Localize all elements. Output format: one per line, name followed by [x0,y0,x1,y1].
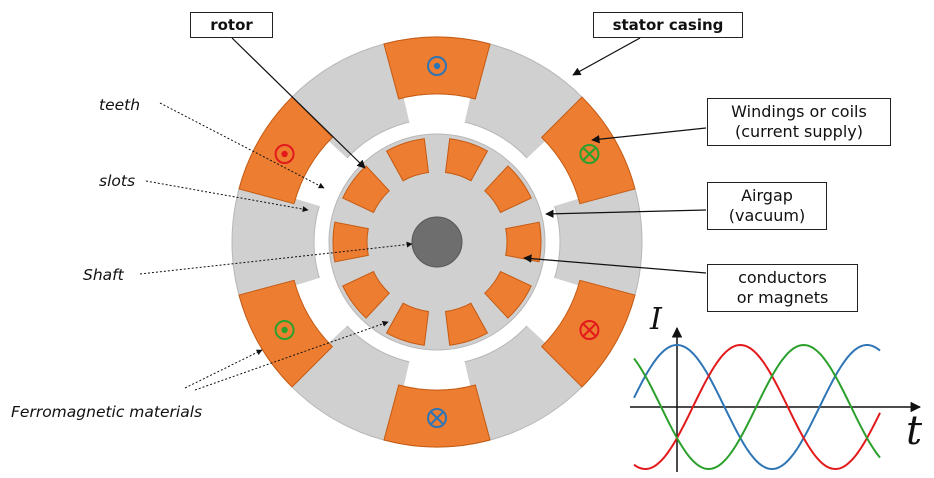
phase-curve-3 [633,343,881,471]
rotor-conductor [444,302,489,346]
leader-lines [139,37,707,391]
current-in-cross [582,147,597,161]
ferromagnetic-label: Ferromagnetic materials [11,403,203,421]
stator-casing-label-box: stator casing [593,12,743,38]
stator-coil [383,384,491,448]
stator-slot [293,277,349,345]
airgap-label-box: Airgap (vacuum) [707,182,827,230]
stator-coil [238,279,334,388]
coil-current-symbol [274,320,295,340]
stator-leader [572,37,641,76]
conductors-label-line1: conductors [738,268,827,287]
stator-coil [540,96,636,205]
rotor-label: rotor [210,16,253,34]
phase-current-plot [630,326,922,472]
rotor-label-box: rotor [190,12,273,38]
teeth-label: teeth [99,96,141,114]
conductors-leader [523,254,707,274]
stator-slot [525,277,581,345]
rotor-conductor [505,221,542,263]
shaft-leader [139,241,413,275]
stator-casing [231,36,643,448]
windings-label-line1: Windings or coils [731,102,867,121]
rotor-conductor [332,221,369,263]
rotor-conductor [484,165,532,214]
shaft-label: Shaft [83,266,124,284]
stator-casing-label: stator casing [612,16,724,34]
coil-current-symbol [579,144,600,164]
rotor-conductor [342,165,390,214]
stator-slot [403,91,471,125]
stator-slot [525,139,581,207]
windings-leader [591,127,707,144]
conductors-label-line2: or magnets [736,288,829,307]
shaft [411,216,463,268]
slots-leader [145,180,309,213]
current-out-dot [281,326,288,334]
slots-label: slots [99,172,136,190]
rotor-conductor [385,138,430,182]
conductors-label-box: conductors or magnets [707,264,858,312]
motor-cross-section [231,36,643,448]
current-out-dot [433,62,441,70]
phase-curve-1 [633,344,881,471]
teeth-leader [159,102,325,189]
time-axis-label: t [906,408,923,454]
current-out-dot [281,150,288,158]
airgap-label-line1: Airgap [741,186,793,205]
rotor-conductor [484,270,532,319]
rotor-conductor [385,302,430,346]
stator-slot [293,139,349,207]
rotor-conductor [444,138,489,182]
stator-coil [540,279,636,388]
rotor-conductor [342,270,390,319]
ferro-leader-stator [184,349,263,389]
stator-coil [238,96,334,205]
stator-slot [403,359,471,392]
current-in-cross [582,323,597,337]
airgap-label-line2: (vacuum) [728,206,806,225]
coil-current-symbol [427,56,447,76]
phase-curve-2 [633,343,881,471]
coil-current-symbol [274,144,295,164]
current-in-cross [430,411,444,425]
coil-current-symbol [579,320,600,340]
windings-label-box: Windings or coils (current supply) [707,98,891,146]
rotor-leader [231,37,366,169]
coil-current-symbol [427,408,447,428]
windings-label-line2: (current supply) [735,122,863,141]
airgap-leader [545,209,707,219]
current-axis-label: I [650,302,662,337]
